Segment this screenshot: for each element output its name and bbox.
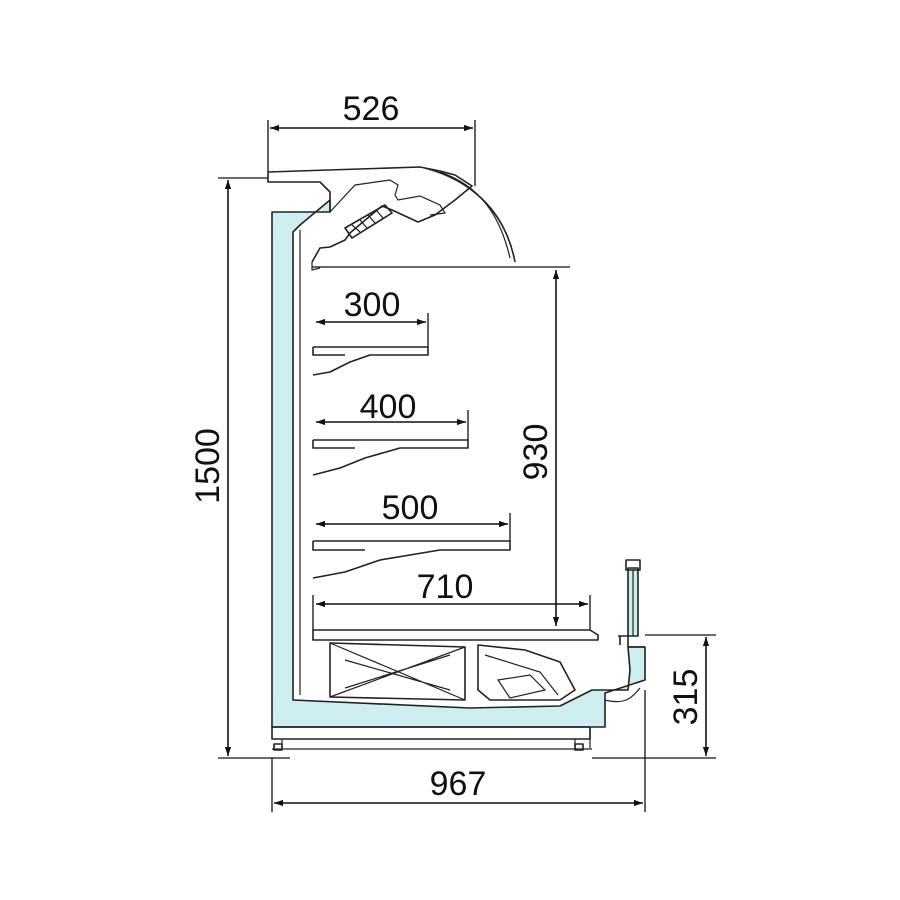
- dimension-shelf-1: 300: [316, 286, 429, 347]
- canopy-grille-lines: [351, 209, 384, 233]
- shelf-2: [312, 439, 469, 476]
- lower-box-1-cross: [329, 642, 466, 701]
- lower-unit-detail: [484, 654, 559, 699]
- dimension-top-depth: 526: [267, 90, 476, 186]
- shelf-1: [312, 346, 429, 376]
- base-skirt: [281, 727, 591, 748]
- canopy-grille: [344, 204, 393, 239]
- canopy-inner: [329, 179, 447, 216]
- front-glass: [424, 167, 516, 263]
- canopy-edge: [311, 262, 321, 271]
- shelf-3: [312, 540, 511, 579]
- front-glass-inner: [439, 171, 511, 259]
- drain-pipe: [604, 687, 641, 703]
- foot-left: [273, 743, 283, 751]
- canopy-top: [267, 172, 331, 212]
- dim-label-315: 315: [667, 669, 705, 726]
- insulation-wall: [271, 199, 646, 728]
- dim-label-500: 500: [382, 489, 439, 527]
- canopy: [267, 166, 473, 263]
- front-rail: [618, 635, 645, 648]
- cabinet-body: [267, 166, 646, 751]
- dim-label-300: 300: [344, 286, 401, 324]
- dim-label-1500: 1500: [189, 428, 227, 504]
- base-plinth: [271, 726, 591, 740]
- dim-label-400: 400: [360, 388, 417, 426]
- dimension-shelf-2: 400: [316, 388, 469, 440]
- price-post: [625, 559, 641, 637]
- foot-right: [574, 743, 584, 751]
- dimension-total-depth: 967: [271, 690, 646, 812]
- lower-unit: [477, 644, 576, 701]
- dimension-total-height: 1500: [189, 177, 290, 759]
- dim-label-967: 967: [430, 765, 487, 803]
- dimension-base-depth: 710: [312, 568, 591, 630]
- dim-label-526: 526: [343, 90, 400, 128]
- dimension-display-height: 930: [312, 266, 570, 626]
- dim-label-930: 930: [517, 424, 555, 481]
- dim-label-710: 710: [417, 568, 474, 606]
- bottom-deck: [312, 629, 599, 641]
- dimension-base-height: 315: [592, 634, 716, 759]
- dimension-shelf-3: 500: [316, 489, 511, 541]
